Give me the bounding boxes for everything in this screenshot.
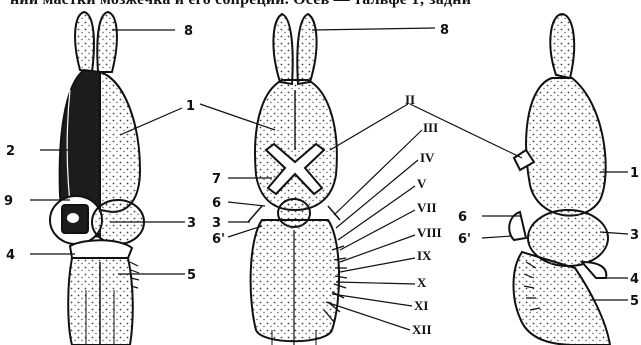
left-brain-view	[50, 12, 144, 345]
label-7: 7	[212, 172, 221, 187]
middle-olfactory-lobe-l	[273, 14, 292, 84]
middle-medulla	[251, 220, 339, 341]
left-cerebellum	[70, 240, 132, 258]
label-4-left: 4	[6, 248, 15, 263]
nerve-II: II	[405, 92, 415, 107]
nerve-XI: XI	[414, 298, 428, 313]
right-brain-view	[509, 14, 610, 345]
label-2: 2	[6, 144, 15, 159]
middle-olfactory-lobe-r	[297, 14, 316, 84]
label-5-left: 5	[187, 268, 196, 283]
right-olfactory-lobe	[550, 14, 574, 78]
label-6-mid: 6	[212, 196, 221, 211]
nerve-IV: IV	[420, 150, 435, 165]
left-olfactory-lobe-r	[97, 12, 117, 72]
left-hemisphere-right	[100, 72, 140, 212]
left-olfactory-lobe-l	[75, 12, 94, 72]
label-4-right: 4	[630, 272, 639, 287]
nerve-XII: XII	[412, 322, 432, 337]
nerve-III: III	[423, 120, 438, 135]
label-1-right: 1	[630, 166, 639, 181]
label-1-left: 1	[186, 99, 195, 114]
label-6p-mid: 6'	[212, 232, 225, 247]
label-3-right: 3	[630, 228, 639, 243]
label-6-right: 6	[458, 210, 467, 225]
middle-brain-view	[248, 14, 347, 345]
nerve-IX: IX	[417, 248, 432, 263]
label-3-mid: 3	[212, 216, 221, 231]
label-5-right: 5	[630, 294, 639, 309]
nerve-VII: VII	[417, 200, 437, 215]
middle-hemispheres	[255, 80, 337, 210]
label-8-left: 8	[184, 24, 193, 39]
label-8-mid: 8	[440, 23, 449, 38]
label-9: 9	[4, 194, 13, 209]
label-3-left: 3	[187, 216, 196, 231]
nerve-VIII: VIII	[417, 225, 442, 240]
nerve-V: V	[417, 176, 427, 191]
nerve-X: X	[417, 275, 427, 290]
label-6p-right: 6'	[458, 232, 471, 247]
cranial-nerve-labels: II III IV V VII VIII IX X XI XII	[405, 92, 442, 337]
right-hemisphere	[526, 78, 606, 216]
